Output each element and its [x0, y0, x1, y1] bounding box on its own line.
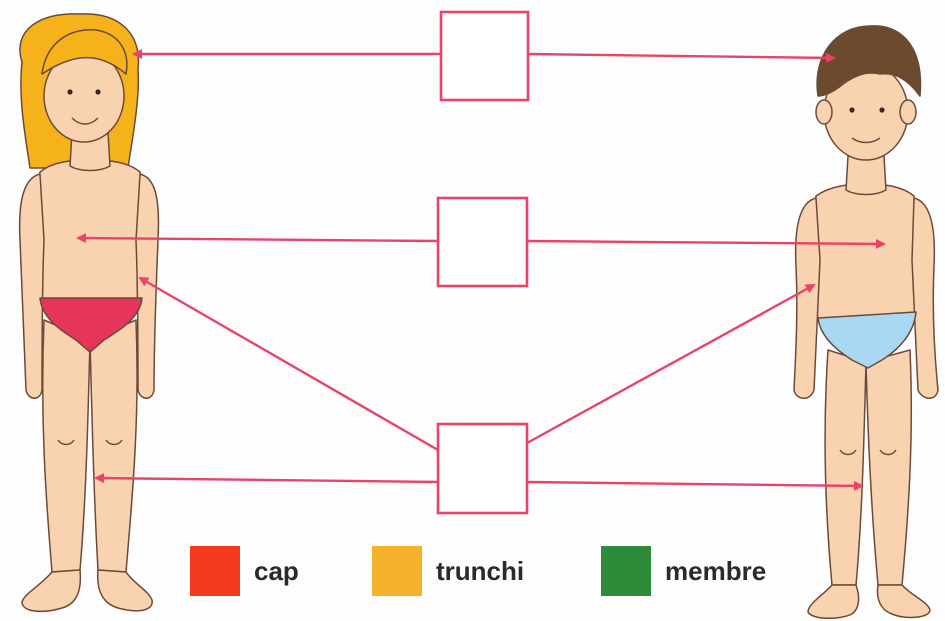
boy-right-arm: [911, 197, 939, 399]
girl-left-leg: [41, 319, 91, 573]
arrow-limbs-to-boy-arm: [526, 283, 816, 445]
trunchi-color-swatch[interactable]: [372, 546, 422, 596]
girl-knee-marks: [57, 439, 123, 446]
answer-boxes: [436, 10, 530, 515]
limbs-answer-box[interactable]: [436, 422, 529, 515]
boy-smile: [851, 137, 881, 144]
girl-smile: [71, 117, 99, 125]
arrow-head-to-boy: [527, 52, 836, 63]
trunchi-label: trunchi: [436, 555, 525, 586]
arrow-trunk-to-girl: [76, 233, 439, 244]
cap-color-swatch[interactable]: [190, 546, 240, 596]
boy-briefs: [817, 311, 917, 369]
girl-bangs: [41, 29, 128, 75]
boy-neck: [845, 155, 887, 196]
boy-left-foot: [807, 584, 860, 619]
girl-right-eye: [95, 89, 101, 95]
trunk-answer-box[interactable]: [436, 196, 529, 288]
arrows: [76, 49, 886, 491]
girl-right-foot: [96, 569, 153, 612]
girl-briefs: [39, 297, 143, 353]
boy-right-ear: [899, 99, 917, 125]
legend-item-membre: membre: [601, 543, 766, 599]
boy-hair: [816, 25, 922, 97]
arrow-limbs-to-girl-leg: [94, 473, 439, 484]
membre-label: membre: [665, 555, 767, 586]
boy-torso: [811, 183, 920, 321]
girl-right-leg: [89, 319, 138, 573]
boy-figure: [793, 25, 939, 619]
legend-item-trunchi: trunchi: [372, 543, 524, 599]
cap-label: cap: [254, 555, 299, 586]
arrow-trunk-to-boy: [526, 238, 886, 249]
boy-left-arm: [793, 197, 821, 399]
girl-left-eye: [67, 89, 73, 95]
girl-figure: [18, 13, 160, 613]
membre-color-swatch[interactable]: [601, 546, 651, 596]
girl-left-foot: [21, 569, 82, 613]
boy-right-leg: [865, 349, 913, 586]
boy-left-ear: [815, 99, 833, 125]
arrow-limbs-to-girl-arm: [138, 276, 439, 452]
head-answer-box[interactable]: [439, 10, 530, 102]
girl-left-arm: [18, 173, 45, 399]
legend-item-cap: cap: [190, 543, 299, 599]
boy-right-eye: [879, 107, 885, 113]
girl-torso: [34, 159, 146, 301]
boy-knee-marks: [839, 449, 897, 456]
boy-right-foot: [876, 584, 931, 619]
boy-left-eye: [849, 107, 855, 113]
arrow-limbs-to-boy-leg: [526, 480, 864, 491]
boy-left-leg: [824, 349, 867, 586]
